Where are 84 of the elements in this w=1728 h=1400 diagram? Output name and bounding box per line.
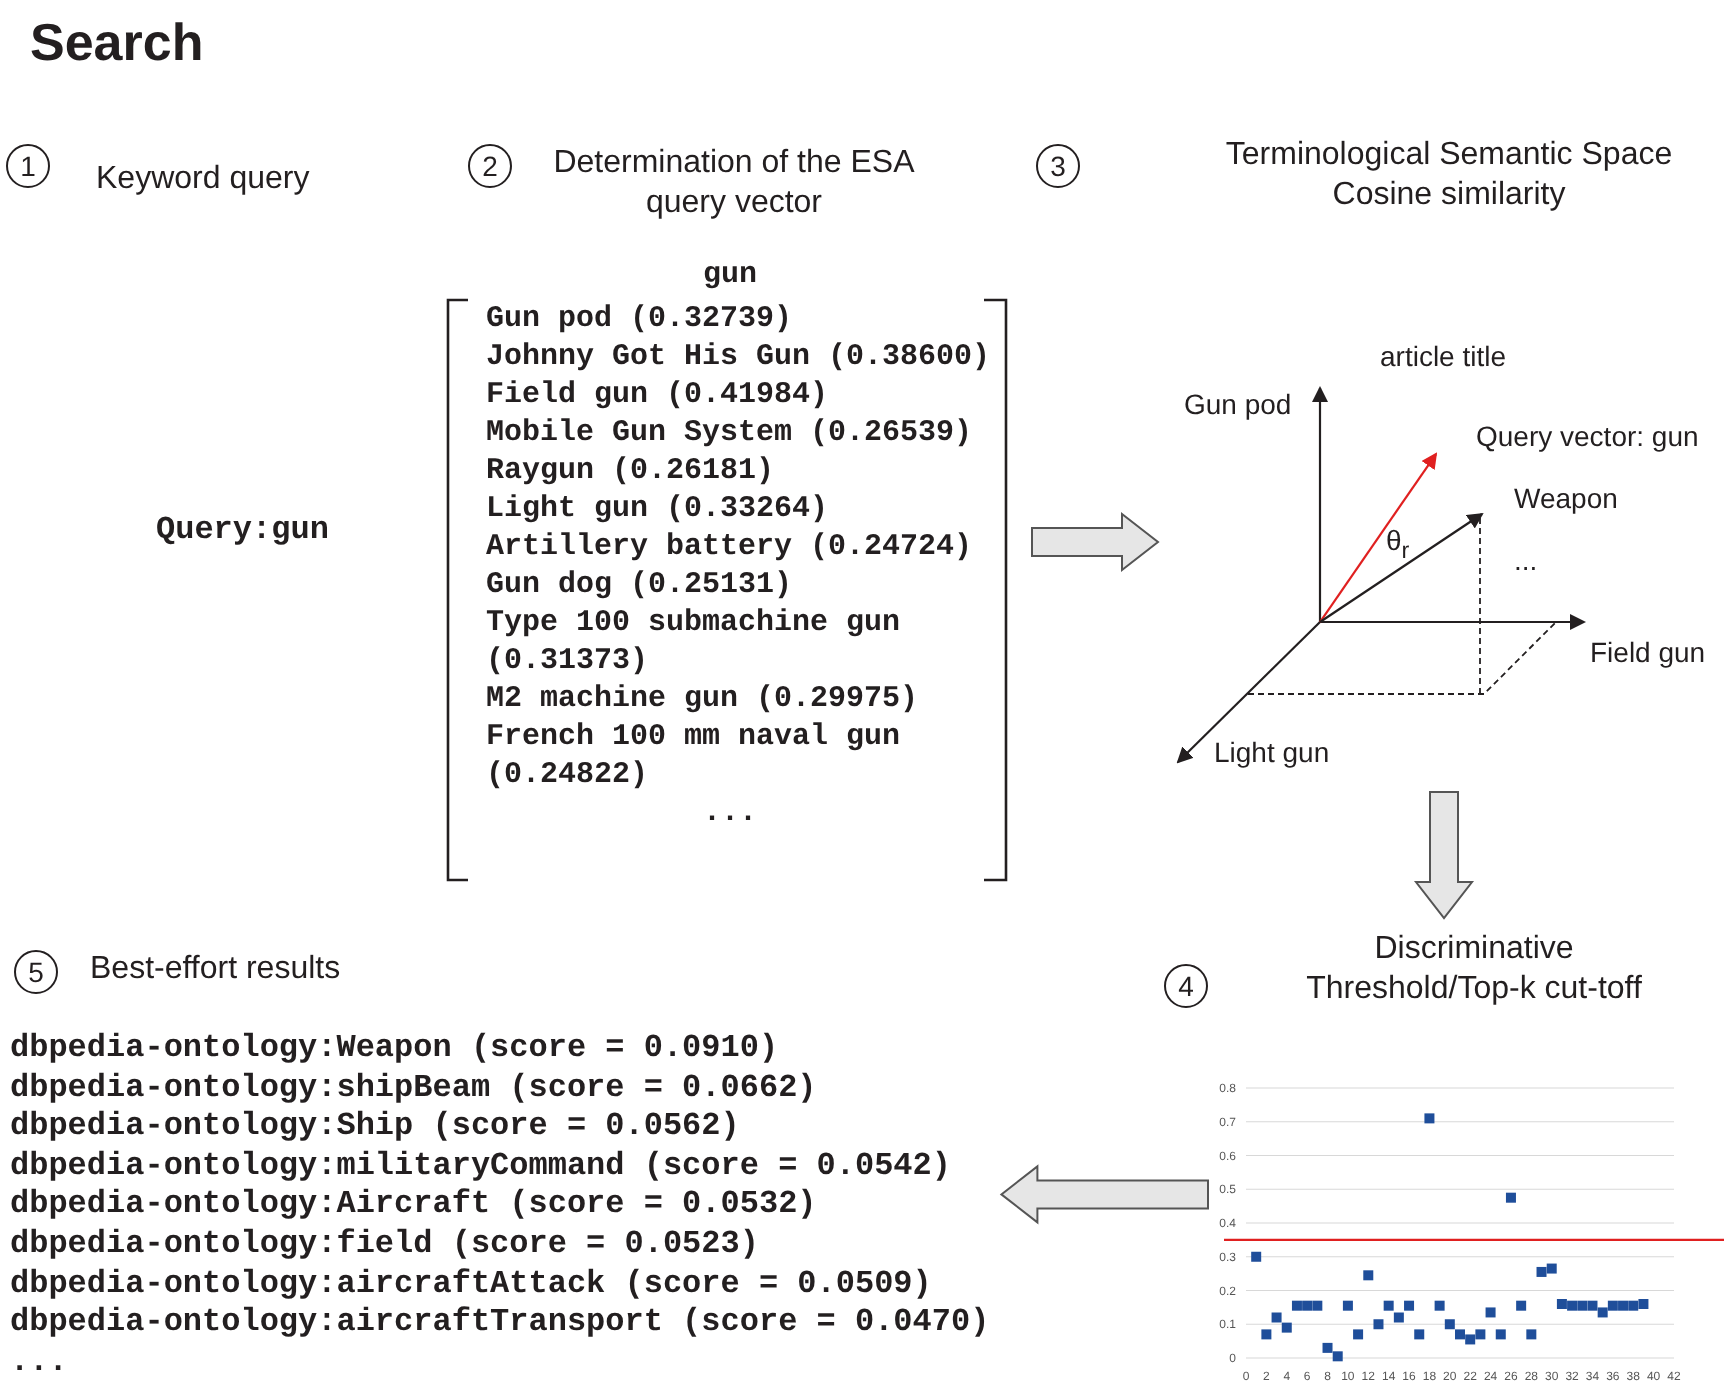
point	[1638, 1299, 1649, 1309]
block-arrow	[1413, 791, 1475, 920]
point	[1251, 1251, 1262, 1262]
matrix-heading: gun	[700, 256, 759, 294]
step-title: Terminological Semantic Space Cosine similarity	[1223, 136, 1675, 216]
step-title: Best-effort results	[90, 950, 343, 990]
step-number: 3	[1036, 144, 1080, 188]
vector-entry: Mobile Gun System (0.26539)	[486, 414, 975, 452]
vector-entry: Gun dog (0.25131)	[486, 566, 795, 604]
point	[1302, 1300, 1313, 1311]
point	[1526, 1329, 1537, 1340]
result-line: dbpedia-ontology:shipBeam (score = 0.0662)	[10, 1069, 819, 1109]
point	[1342, 1300, 1353, 1311]
point	[1536, 1266, 1547, 1277]
point	[1485, 1307, 1496, 1318]
block-arrow	[1031, 511, 1160, 573]
vector-entry: Light gun (0.33264)	[486, 490, 831, 528]
axis-label: Field gun	[1590, 636, 1706, 668]
point	[1383, 1300, 1394, 1311]
result-line: dbpedia-ontology:field (score = 0.0523)	[10, 1225, 761, 1266]
point	[1505, 1192, 1516, 1203]
point	[1261, 1329, 1272, 1340]
axis-label: Light gun	[1214, 736, 1330, 768]
point	[1404, 1300, 1415, 1311]
step-title: Determination of the ESA query vector	[551, 144, 917, 224]
vector-label: Weapon	[1514, 482, 1618, 514]
point	[1577, 1300, 1588, 1311]
point	[1587, 1300, 1598, 1311]
point	[1567, 1300, 1578, 1311]
vector-entry: M2 machine gun (0.29975)	[486, 680, 921, 718]
angle-label: θ$_{r}$	[1386, 524, 1410, 564]
result-line: ...	[10, 1343, 70, 1383]
block-arrow	[999, 1164, 1209, 1225]
step-number: 5	[14, 950, 58, 994]
point	[1332, 1351, 1343, 1362]
step-number: 4	[1164, 964, 1208, 1008]
point	[1322, 1342, 1333, 1353]
point	[1444, 1319, 1455, 1330]
point	[1424, 1113, 1435, 1124]
point	[1618, 1300, 1629, 1311]
point	[1455, 1329, 1465, 1340]
point	[1271, 1312, 1282, 1323]
point	[1281, 1322, 1292, 1333]
vector-entry: Field gun (0.41984)	[486, 376, 831, 414]
point	[1434, 1300, 1445, 1311]
point	[1495, 1329, 1506, 1340]
point	[1607, 1300, 1618, 1311]
vector-entry: French 100 mm naval gun (0.24822)	[486, 718, 903, 794]
ellipsis: ...	[1514, 544, 1538, 576]
axis-label: Gun pod	[1184, 388, 1292, 420]
point	[1414, 1329, 1425, 1340]
point	[1556, 1299, 1567, 1309]
result-line: dbpedia-ontology:aircraftAttack (score = 0.0509)	[10, 1265, 934, 1305]
result-line: dbpedia-ontology:aircraftTransport (score = 0.0470)	[10, 1304, 990, 1344]
step-number: 2	[468, 144, 512, 188]
point	[1465, 1334, 1476, 1345]
vector-entry: Artillery battery (0.24724)	[486, 528, 975, 566]
vector-entry: Johnny Got His Gun (0.38600)	[486, 338, 993, 376]
vector-entry: Type 100 submachine gun (0.31373)	[486, 604, 903, 680]
result-line: dbpedia-ontology:Weapon (score = 0.0910)	[10, 1030, 781, 1070]
point	[1312, 1300, 1323, 1311]
point	[1628, 1300, 1639, 1311]
vector-entry: Gun pod (0.32739)	[486, 300, 795, 338]
vector-entry: Raygun (0.26181)	[486, 452, 777, 490]
step-number: 1	[6, 144, 50, 188]
result-line: dbpedia-ontology:Ship (score = 0.0562)	[10, 1108, 742, 1148]
query-text: Query:gun	[156, 512, 329, 548]
result-line: dbpedia-ontology:militaryCommand (score = 0.0542)	[10, 1147, 953, 1187]
axis-label: article title	[1380, 340, 1507, 372]
diagram-title: Search	[30, 12, 204, 74]
point	[1516, 1300, 1527, 1311]
step-title: Discriminative Threshold/Top-k cut-toff	[1304, 930, 1644, 1010]
point	[1475, 1329, 1486, 1340]
result-line: dbpedia-ontology:Aircraft (score = 0.0532)	[10, 1186, 819, 1226]
point	[1291, 1300, 1302, 1311]
point	[1546, 1263, 1557, 1274]
point	[1393, 1312, 1404, 1323]
point	[1353, 1329, 1364, 1340]
vector-label: Query vector: gun	[1476, 420, 1699, 452]
point	[1373, 1319, 1384, 1330]
ellipsis: ...	[700, 794, 759, 832]
point	[1597, 1307, 1608, 1318]
point	[1363, 1270, 1374, 1281]
step-title: Keyword query	[96, 160, 312, 200]
